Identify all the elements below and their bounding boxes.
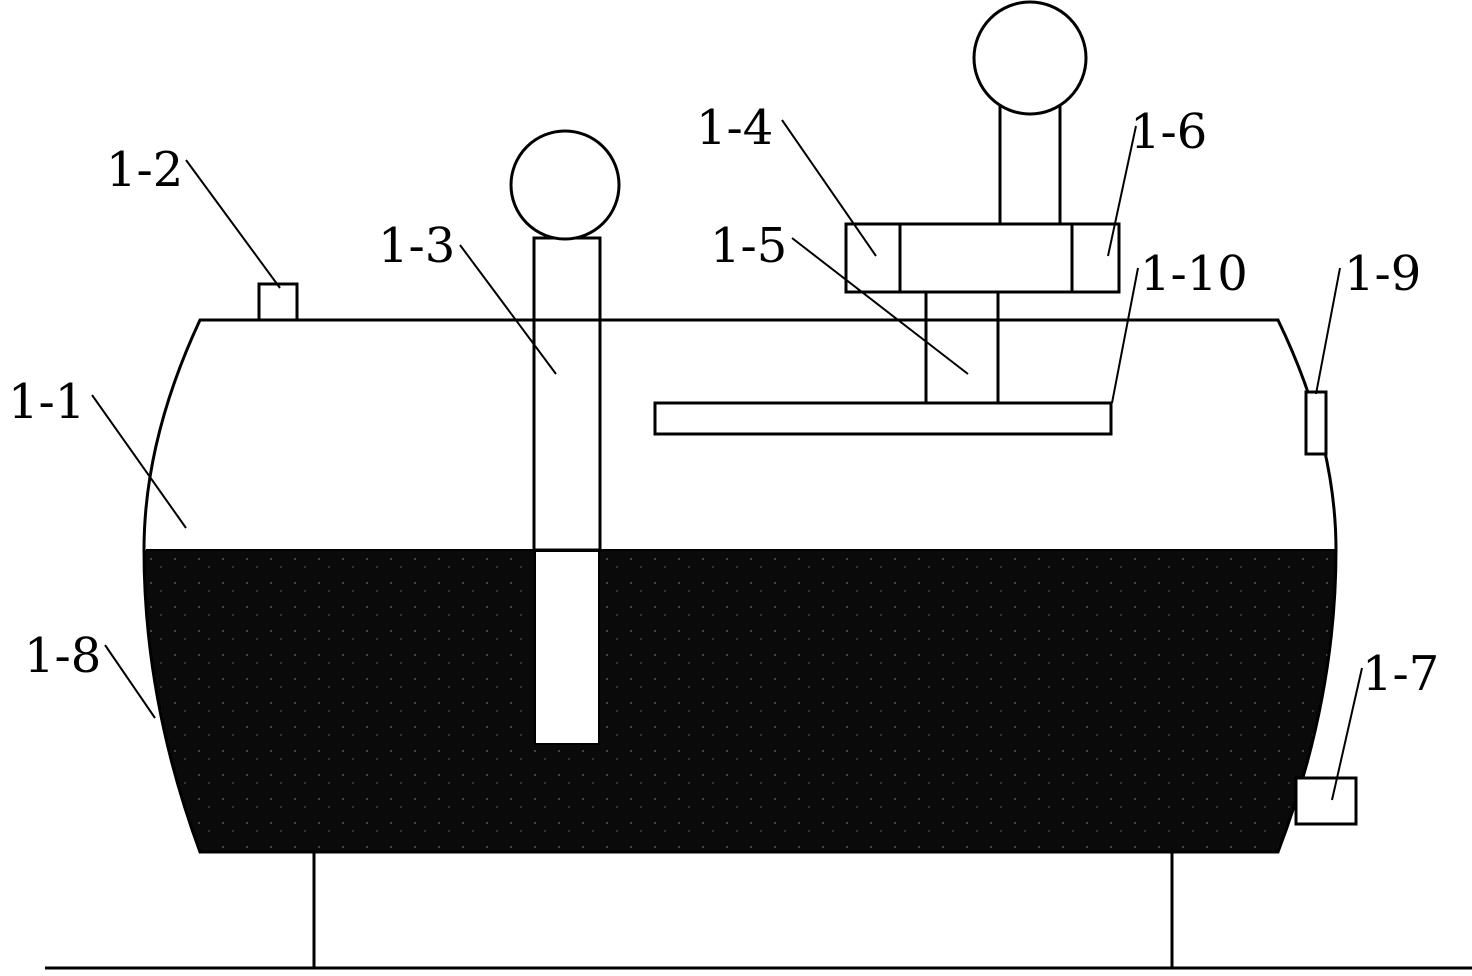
side-box (1304, 390, 1328, 456)
upper-pipe (998, 102, 1062, 226)
label-1-2: 1-2 (106, 142, 183, 198)
label-1-4: 1-4 (696, 100, 773, 156)
leader-1-5 (791, 237, 969, 375)
label-1-8: 1-8 (24, 628, 101, 684)
label-1-3: 1-3 (378, 218, 455, 274)
leader-1-6 (1107, 125, 1137, 257)
leader-1-1 (91, 394, 187, 529)
leader-1-3 (459, 244, 557, 375)
leader-1-9 (1315, 267, 1341, 395)
label-1-9: 1-9 (1344, 246, 1421, 302)
leader-1-7 (1331, 667, 1363, 801)
outlet-box (1294, 776, 1358, 826)
label-1-10: 1-10 (1140, 246, 1248, 302)
horizontal-plate (653, 401, 1113, 436)
leader-1-4 (781, 119, 877, 257)
label-1-1: 1-1 (8, 374, 85, 430)
top-small-box (257, 282, 299, 322)
left-pipe (532, 236, 602, 552)
left-pipe-submerged (534, 550, 600, 745)
tank-body-outline (142, 318, 1338, 854)
upper-pipe-ball (972, 0, 1088, 116)
label-1-5: 1-5 (710, 218, 787, 274)
leader-1-2 (185, 159, 281, 289)
vertical-pipe (924, 290, 1000, 405)
label-1-6: 1-6 (1130, 104, 1207, 160)
block-assembly (844, 222, 1121, 294)
leader-1-10 (1111, 267, 1139, 404)
left-pipe-ball (509, 129, 621, 241)
liquid-fill (144, 550, 1336, 852)
leader-1-8 (104, 644, 156, 719)
label-1-7: 1-7 (1362, 646, 1439, 702)
